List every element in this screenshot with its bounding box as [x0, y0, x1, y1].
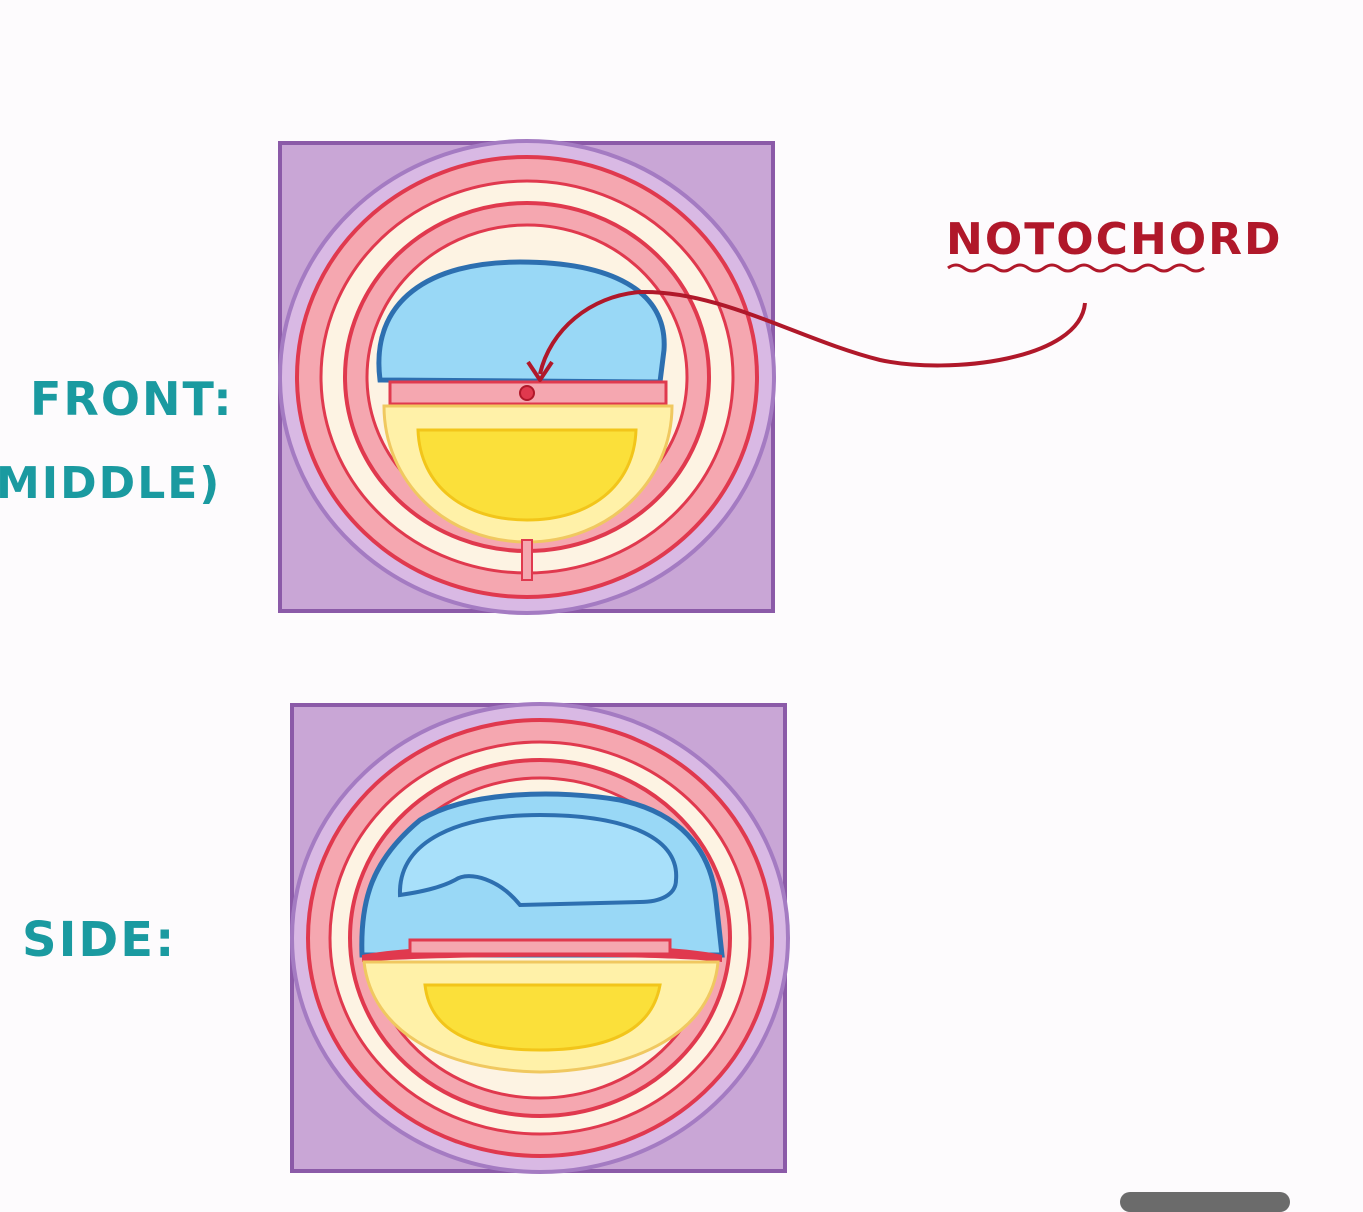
notochord-label: NOTOCHORD	[946, 214, 1283, 265]
middle-view-label: MIDDLE)	[0, 458, 222, 509]
side-view-label: SIDE:	[22, 912, 177, 968]
front-section-panel	[278, 139, 776, 615]
notochord-dot	[519, 385, 535, 401]
front-view-label: FRONT:	[30, 372, 234, 426]
notochord-arrow	[538, 289, 1087, 375]
side-section-panel	[290, 702, 790, 1174]
home-indicator-bar	[1120, 1192, 1290, 1212]
amniotic-cavity	[376, 259, 667, 385]
yolk-sac-inner	[416, 428, 638, 522]
notochord-annotation	[526, 263, 1205, 382]
yolk-sac-side-inner	[423, 983, 662, 1052]
